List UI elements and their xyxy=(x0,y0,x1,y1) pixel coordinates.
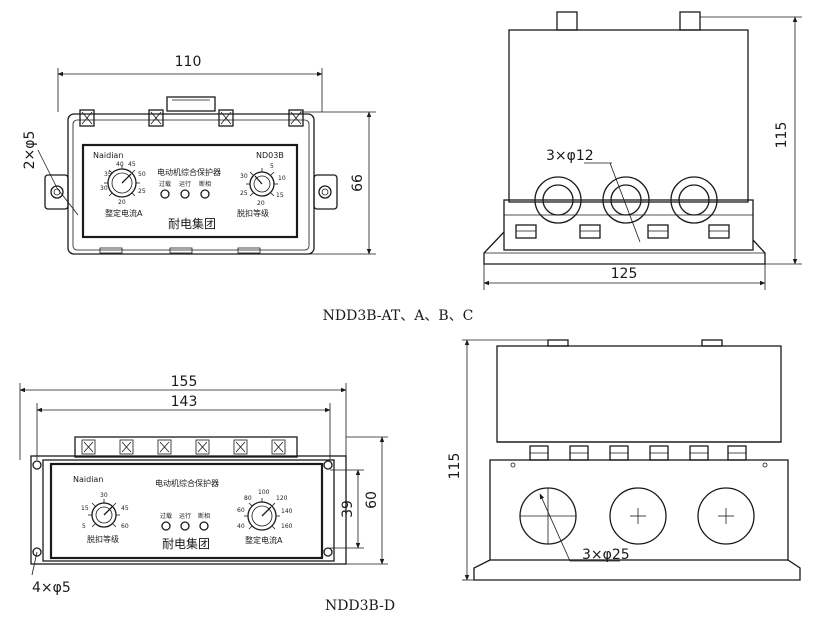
bf-tick-4: 60 xyxy=(121,523,129,530)
top-side-terminals xyxy=(515,224,730,239)
bf-led-2: 断相 xyxy=(198,512,210,520)
bottom-front-terminals xyxy=(81,439,286,455)
top-front-knob-left-label: 整定电流A xyxy=(105,208,143,218)
bottom-front-inner-width-dim: 143 xyxy=(171,394,198,410)
tf-rtick-3: 20 xyxy=(257,200,265,207)
bottom-front-outer-width-dim: 155 xyxy=(171,374,198,390)
bf-rtick-5: 40 xyxy=(237,523,245,530)
bottom-front-company: 耐电集团 xyxy=(162,536,210,551)
tf-rtick-2: 15 xyxy=(276,192,284,199)
tf-tick-0: 40 xyxy=(116,161,124,168)
tf-tick-2: 50 xyxy=(138,171,146,178)
tf-rtick-0: 5 xyxy=(270,163,274,170)
tf-led-0: 过载 xyxy=(159,180,171,188)
top-front-height-dim: 66 xyxy=(350,174,366,192)
top-front-knob-right-ticks xyxy=(246,168,278,197)
bottom-side-view: 3×φ25 115 xyxy=(447,339,801,581)
bottom-front-knob-right-ticks xyxy=(244,498,280,530)
bottom-front-outer-height-dim: 60 xyxy=(364,491,380,509)
bf-rtick-0: 80 xyxy=(244,495,252,502)
tf-tick-4: 30 xyxy=(100,185,108,192)
bottom-front-hole-note: 4×φ5 xyxy=(32,580,71,596)
tf-rtick-1: 10 xyxy=(278,175,286,182)
top-front-panel-title: 电动机综合保护器 xyxy=(157,167,221,177)
top-front-company: 耐电集团 xyxy=(168,216,216,231)
bottom-front-knob-left-ticks xyxy=(88,499,120,528)
bottom-side-terminals xyxy=(529,445,747,461)
bf-rtick-3: 60 xyxy=(237,507,245,514)
caption-top: NDD3B-AT、A、B、C xyxy=(323,308,474,324)
tf-led-2: 断相 xyxy=(199,180,211,188)
top-side-hole-note: 3×φ12 xyxy=(546,148,594,164)
tf-rtick-4: 25 xyxy=(240,190,248,197)
tf-led-1: 运行 xyxy=(179,180,191,188)
bf-rtick-6: 160 xyxy=(281,523,293,530)
bottom-side-height-dim: 115 xyxy=(447,453,463,480)
top-side-view: 3×φ12 125 115 xyxy=(483,11,802,290)
bf-tick-3: 5 xyxy=(82,523,86,530)
top-front-knob-left-ticks xyxy=(104,165,140,197)
tf-tick-6: 20 xyxy=(118,199,126,206)
bf-rtick-1: 100 xyxy=(258,489,270,496)
bf-rtick-4: 140 xyxy=(281,508,293,515)
bf-led-1: 运行 xyxy=(179,512,191,520)
tf-tick-5: 25 xyxy=(138,188,146,195)
bf-tick-0: 30 xyxy=(100,492,108,499)
top-front-knob-right-label: 脱扣等级 xyxy=(237,208,269,218)
bottom-front-knob-left-label: 脱扣等级 xyxy=(87,534,119,544)
top-side-width-dim: 125 xyxy=(611,266,638,282)
bf-led-0: 过载 xyxy=(160,512,172,520)
bottom-front-inner-height-dim: 39 xyxy=(340,500,356,518)
top-front-model: ND03B xyxy=(256,151,284,160)
bf-tick-2: 45 xyxy=(121,505,129,512)
tf-tick-1: 45 xyxy=(128,161,136,168)
top-front-width-dim: 110 xyxy=(175,54,202,70)
caption-bottom: NDD3B-D xyxy=(325,598,395,614)
top-side-height-dim: 115 xyxy=(774,122,790,149)
bottom-front-knob-right-label: 整定电流A xyxy=(245,535,283,545)
bottom-side-hole-note: 3×φ25 xyxy=(582,547,630,563)
top-front-view: 110 66 2×φ5 Naidian ND03B 电动机综合保护器 xyxy=(22,54,376,255)
top-front-hole-note: 2×φ5 xyxy=(22,131,38,170)
top-front-brand: Naidian xyxy=(93,151,123,160)
bf-tick-1: 15 xyxy=(81,505,89,512)
bf-rtick-2: 120 xyxy=(276,495,288,502)
tf-rtick-5: 30 xyxy=(240,173,248,180)
tf-tick-3: 35 xyxy=(104,171,112,178)
bottom-front-brand: Naidian xyxy=(73,475,103,484)
bottom-front-view: 155 143 4×φ5 Naidian 电动机综合保护器 xyxy=(19,374,388,596)
bottom-front-panel-title: 电动机综合保护器 xyxy=(155,478,219,488)
